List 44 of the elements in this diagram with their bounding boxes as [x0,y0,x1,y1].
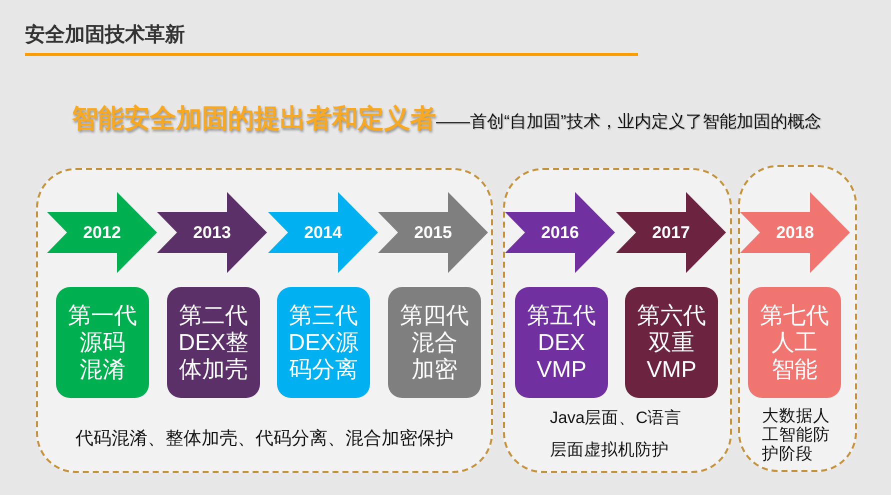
generation-heading: 第六代 [637,302,706,329]
generation-card [625,287,718,398]
generation-card [748,287,841,398]
year-label: 2017 [652,222,690,242]
year-banner [47,192,157,273]
generation-label: DEX整体加壳 [177,329,250,383]
year-label: 2013 [193,222,231,242]
generation-card [56,287,149,398]
year-banner [378,192,488,273]
generation-heading: 第一代 [68,302,137,329]
generation-card [515,287,608,398]
group-description: Java层面、C语言层面虚拟机防护 [550,408,683,461]
year-banner [268,192,378,273]
year-label: 2012 [83,222,121,242]
year-label: 2018 [776,222,814,242]
generation-label: 混合加密 [410,329,458,383]
highlight-heading: 智能安全加固的提出者和定义者 [72,102,436,135]
generation-heading: 第三代 [289,302,358,329]
dashed-group-panel [36,168,493,473]
dashed-group-panel [503,168,732,473]
year-banner [157,192,267,273]
year-banner [740,192,850,273]
generation-heading: 第七代 [760,302,829,329]
page-title: 安全加固技术革新 [25,22,185,48]
dashed-group-panel [738,165,857,472]
generation-heading: 第四代 [400,302,469,329]
year-label: 2015 [414,222,452,242]
generation-label: 人工智能 [770,329,818,383]
generation-label: 双重VMP [646,329,698,383]
group-description: 大数据人工智能防护阶段 [762,407,832,464]
generation-card [277,287,370,398]
year-banner [505,192,615,273]
generation-card [167,287,260,398]
generation-label: DEX源码分离 [287,329,360,383]
subtitle-text: ——首创“自加固”技术，业内定义了智能加固的概念 [436,111,822,133]
generation-heading: 第五代 [527,302,596,329]
group-description: 代码混淆、整体加壳、代码分离、混合加密保护 [76,427,454,450]
generation-heading: 第二代 [179,302,248,329]
year-label: 2014 [304,222,342,242]
generation-label: DEX VMP [536,329,588,383]
generation-label: 源码混淆 [78,329,126,383]
year-banner [616,192,726,273]
generation-card [388,287,481,398]
year-label: 2016 [541,222,579,242]
